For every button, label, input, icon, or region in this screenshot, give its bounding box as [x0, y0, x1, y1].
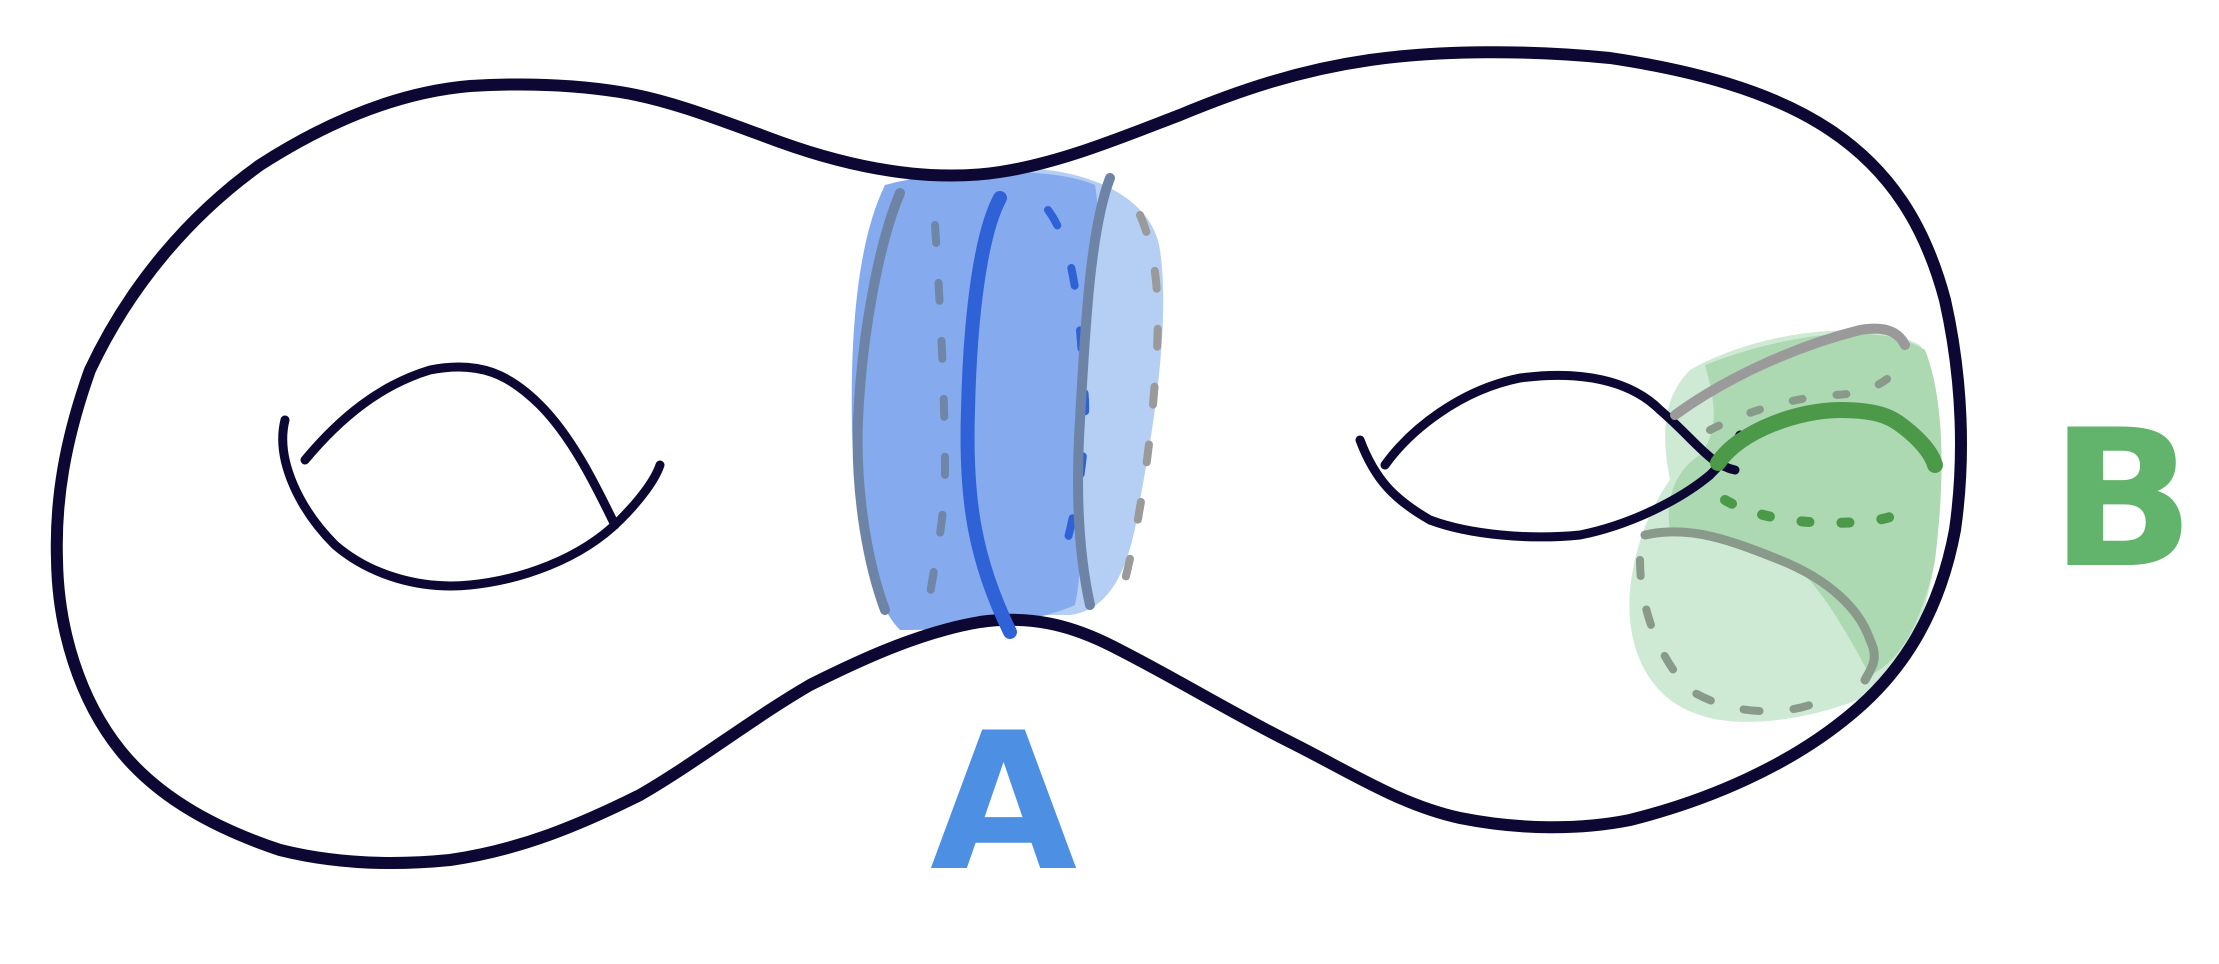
region-b-green-dotted-curve [1720, 495, 1920, 528]
region-a-front-gray-right [1073, 173, 1115, 610]
region-b-hidden-gray-lower [1640, 527, 1879, 685]
region-a-hidden-curve-left [926, 221, 950, 599]
surface-outer-outline [50, 46, 1967, 869]
left-hole-upper-arc [300, 362, 620, 530]
label-b: B [2050, 389, 2195, 610]
right-hole-upper-arc [1380, 370, 1740, 475]
region-b-cycle-curve[interactable] [1710, 401, 1943, 473]
left-hole-lower-arc [278, 415, 665, 591]
right-hole-lower-arc [1355, 430, 1745, 542]
region-b-dotted-right [1706, 351, 1909, 434]
label-a: A [930, 692, 1077, 913]
region-b-hidden-gray-top [1670, 323, 1910, 420]
region-a-front-gray-left [852, 188, 905, 615]
region-a-cycle-curve[interactable] [960, 191, 1017, 639]
region-a-hidden-curve-right [1121, 211, 1162, 584]
